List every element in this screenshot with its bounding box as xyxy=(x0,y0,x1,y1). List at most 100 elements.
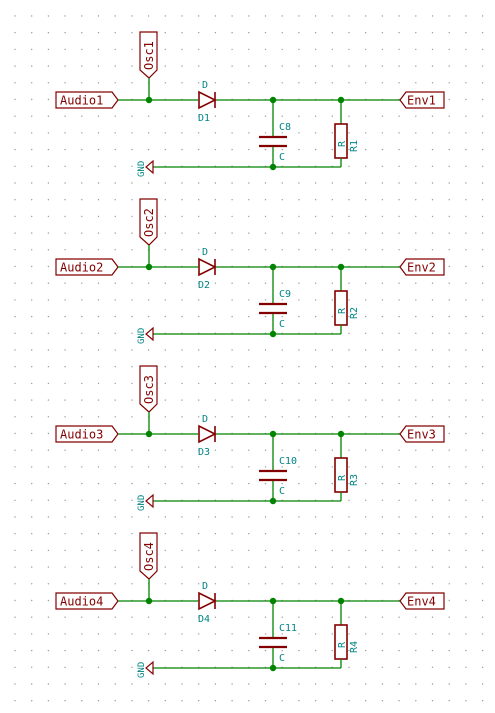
grid-dot xyxy=(281,633,283,635)
grid-dot xyxy=(415,399,417,401)
grid-dot xyxy=(381,366,384,368)
grid-dot xyxy=(281,182,283,184)
grid-dot xyxy=(147,466,150,468)
grid-dot xyxy=(398,215,400,218)
output-label: Env1 xyxy=(399,91,445,109)
grid-dot xyxy=(147,282,150,284)
capacitor-ref: C9 xyxy=(279,289,291,300)
grid-dot xyxy=(365,399,367,401)
grid-dot xyxy=(181,199,183,201)
grid-dot xyxy=(264,382,267,385)
grid-dot xyxy=(348,566,350,568)
grid-dot xyxy=(348,165,350,167)
osc-label: Osc4 xyxy=(139,532,158,580)
grid-dot xyxy=(14,115,16,117)
grid-dot xyxy=(465,249,467,251)
capacitor-ref: C8 xyxy=(279,122,291,133)
grid-dot xyxy=(47,265,50,268)
grid-dot xyxy=(198,549,200,552)
grid-dot xyxy=(381,332,384,334)
grid-dot xyxy=(14,599,16,602)
grid-dot xyxy=(365,232,367,234)
grid-dot xyxy=(398,299,400,301)
grid-dot xyxy=(264,633,267,635)
grid-dot xyxy=(365,516,367,518)
grid-dot xyxy=(331,416,333,418)
grid-dot xyxy=(281,616,283,618)
grid-dot xyxy=(348,65,350,67)
grid-dot xyxy=(481,265,484,268)
grid-dot xyxy=(398,232,400,234)
grid-dot xyxy=(298,15,300,17)
grid-dot xyxy=(248,416,250,418)
grid-dot xyxy=(214,649,217,652)
grid-dot xyxy=(97,516,100,518)
grid-dot xyxy=(14,15,16,17)
grid-dot xyxy=(14,165,16,167)
grid-dot xyxy=(14,349,16,351)
grid-dot xyxy=(314,82,317,84)
grid-dot xyxy=(281,533,283,535)
grid-dot xyxy=(465,382,467,385)
grid-dot xyxy=(47,199,50,201)
grid-dot xyxy=(381,616,384,618)
grid-dot xyxy=(314,315,317,318)
grid-dot xyxy=(31,466,33,468)
grid-dot xyxy=(214,566,217,568)
grid-dot xyxy=(114,299,116,301)
grid-dot xyxy=(64,399,66,401)
grid-dot xyxy=(114,249,116,251)
grid-dot xyxy=(97,416,100,418)
grid-dot xyxy=(431,416,434,418)
grid-dot xyxy=(214,449,217,451)
grid-dot xyxy=(365,549,367,552)
grid-dot xyxy=(415,232,417,234)
grid-dot xyxy=(348,449,350,451)
grid-dot xyxy=(365,666,367,668)
grid-dot xyxy=(348,666,350,668)
grid-dot xyxy=(64,583,66,585)
grid-dot xyxy=(365,82,367,84)
grid-dot xyxy=(231,199,233,201)
output-label-box xyxy=(399,91,445,109)
grid-dot xyxy=(348,466,350,468)
grid-dot xyxy=(198,583,200,585)
grid-dots xyxy=(14,15,484,702)
grid-dot xyxy=(465,32,467,34)
grid-dot xyxy=(31,399,33,401)
grid-dot xyxy=(47,633,50,635)
grid-dot xyxy=(181,282,183,284)
grid-dot xyxy=(348,533,350,535)
grid-dot xyxy=(481,649,484,652)
grid-dot xyxy=(248,683,250,685)
osc-label-text: Osc1 xyxy=(142,41,156,70)
grid-dot xyxy=(398,65,400,67)
grid-dot xyxy=(298,533,300,535)
grid-dot xyxy=(181,700,183,702)
input-label: Audio4 xyxy=(55,592,119,610)
grid-dot xyxy=(248,482,250,485)
grid-dot xyxy=(481,32,484,34)
grid-dot xyxy=(381,700,384,702)
grid-dot xyxy=(415,249,417,251)
grid-dot xyxy=(97,382,100,385)
grid-dot xyxy=(14,432,16,435)
capacitor: C9C xyxy=(259,289,291,330)
grid-dot xyxy=(47,416,50,418)
grid-dot xyxy=(281,215,283,218)
grid-dot xyxy=(214,549,217,552)
grid-dot xyxy=(365,583,367,585)
grid-dot xyxy=(381,132,384,134)
grid-dot xyxy=(114,82,116,84)
grid-dot xyxy=(281,549,283,552)
grid-dot xyxy=(398,666,400,668)
grid-dot xyxy=(381,533,384,535)
grid-dot xyxy=(448,265,450,268)
grid-dot xyxy=(298,633,300,635)
grid-dot xyxy=(465,199,467,201)
grid-dot xyxy=(214,132,217,134)
grid-dot xyxy=(298,683,300,685)
grid-dot xyxy=(14,82,16,84)
grid-dot xyxy=(331,583,333,585)
grid-dot xyxy=(47,132,50,134)
